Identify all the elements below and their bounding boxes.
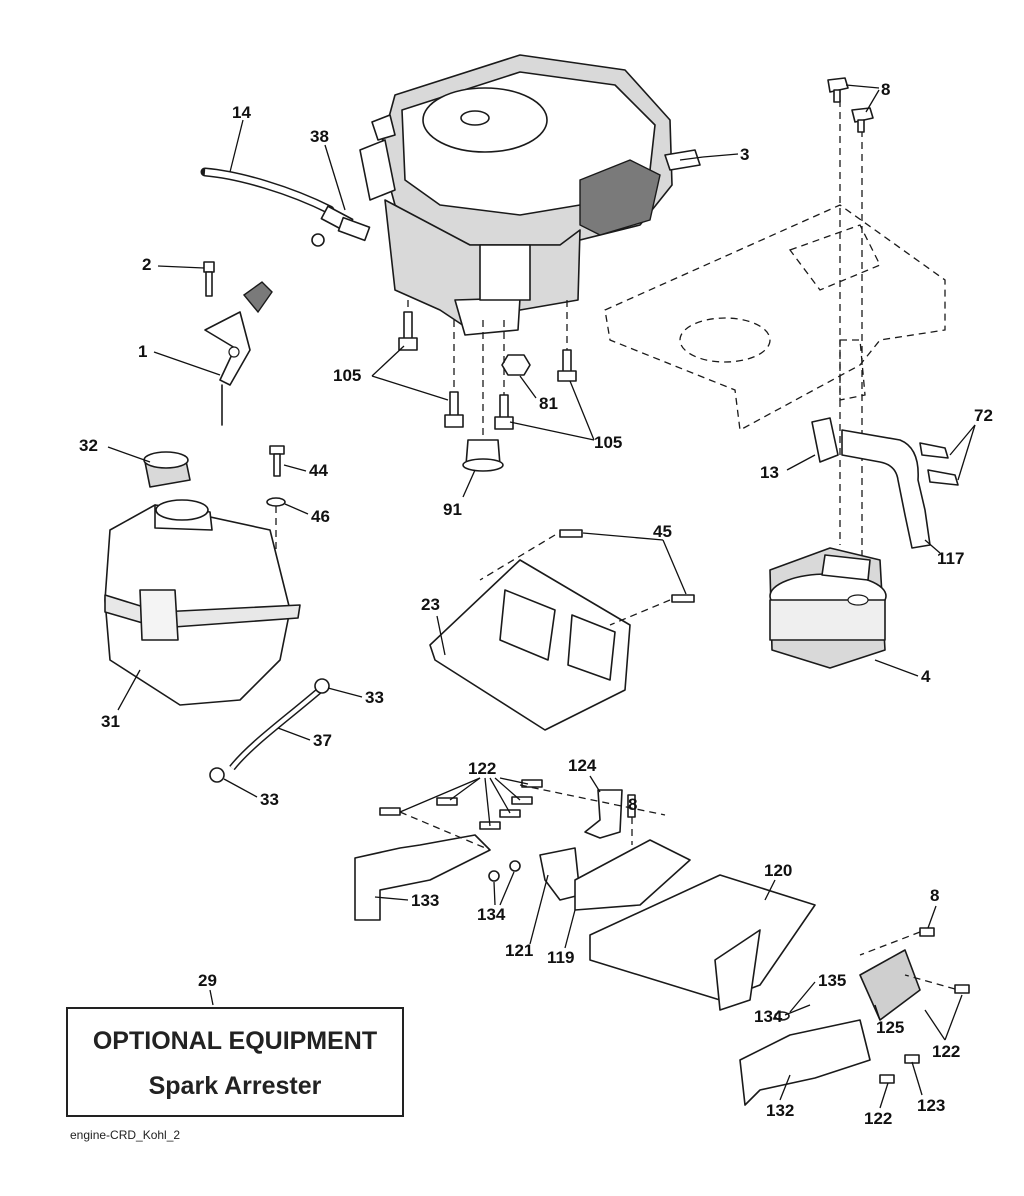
callout-123: 123 bbox=[917, 1096, 945, 1115]
callout-105-right: 105 bbox=[594, 433, 622, 452]
callout-33-upper: 33 bbox=[365, 688, 384, 707]
throttle-control-1 bbox=[203, 261, 273, 426]
callout-3: 3 bbox=[740, 145, 749, 164]
callout-117: 117 bbox=[937, 549, 964, 568]
drawing-code: engine-CRD_Kohl_2 bbox=[70, 1128, 181, 1142]
callout-23: 23 bbox=[421, 595, 440, 614]
callout-124: 124 bbox=[568, 756, 597, 775]
callout-4: 4 bbox=[921, 667, 931, 686]
optional-equipment-box: OPTIONAL EQUIPMENT Spark Arrester bbox=[66, 1007, 404, 1117]
callout-81: 81 bbox=[539, 394, 558, 413]
callout-29: 29 bbox=[198, 971, 217, 990]
callout-134-left: 134 bbox=[477, 905, 506, 924]
callout-122-top: 122 bbox=[468, 759, 496, 778]
engine-part-3 bbox=[359, 54, 701, 336]
muffler-4 bbox=[769, 547, 887, 669]
heat-shield-23 bbox=[429, 529, 695, 731]
callout-122-bottom: 122 bbox=[864, 1109, 892, 1128]
callout-125: 125 bbox=[876, 1018, 904, 1037]
bolt-8-top bbox=[827, 77, 874, 133]
callout-31: 31 bbox=[101, 712, 120, 731]
callout-46: 46 bbox=[311, 507, 330, 526]
callout-45: 45 bbox=[653, 522, 672, 541]
engine-fasteners bbox=[398, 300, 577, 472]
callout-14: 14 bbox=[232, 103, 251, 122]
callout-38: 38 bbox=[310, 127, 329, 146]
callout-32: 32 bbox=[79, 436, 98, 455]
fuel-cap-32 bbox=[143, 451, 191, 488]
callout-133: 133 bbox=[411, 891, 439, 910]
callout-37: 37 bbox=[313, 731, 332, 750]
callout-121: 121 bbox=[505, 941, 533, 960]
engine-mount-plate bbox=[604, 100, 946, 560]
callout-122-right: 122 bbox=[932, 1042, 960, 1061]
callout-119: 119 bbox=[547, 948, 574, 967]
callout-8-right: 8 bbox=[930, 886, 939, 905]
callout-8-top: 8 bbox=[881, 80, 890, 99]
callout-72: 72 bbox=[974, 406, 993, 425]
callout-132: 132 bbox=[766, 1101, 794, 1120]
callout-91: 91 bbox=[443, 500, 462, 519]
fuel-hose-37 bbox=[209, 678, 330, 783]
callout-13: 13 bbox=[760, 463, 779, 482]
optional-equipment-title: OPTIONAL EQUIPMENT bbox=[92, 1027, 378, 1055]
callout-2: 2 bbox=[142, 255, 151, 274]
fuel-tank-31 bbox=[104, 499, 301, 706]
callout-105-left: 105 bbox=[333, 366, 361, 385]
callout-8-mid: 8 bbox=[628, 795, 637, 814]
optional-equipment-subtitle: Spark Arrester bbox=[148, 1072, 322, 1100]
callout-134-right: 134 bbox=[754, 1007, 783, 1026]
callout-135: 135 bbox=[818, 971, 846, 990]
callout-labels: 14 38 3 8 2 1 105 81 105 72 13 32 44 46 bbox=[79, 80, 993, 1128]
callout-1: 1 bbox=[138, 342, 147, 361]
callout-33-lower: 33 bbox=[260, 790, 279, 809]
exhaust-pipe-117 bbox=[811, 417, 959, 549]
fuel-line-14 bbox=[200, 167, 371, 247]
callout-44: 44 bbox=[309, 461, 328, 480]
spark-arrester-assembly bbox=[354, 779, 970, 1106]
callout-120: 120 bbox=[764, 861, 792, 880]
